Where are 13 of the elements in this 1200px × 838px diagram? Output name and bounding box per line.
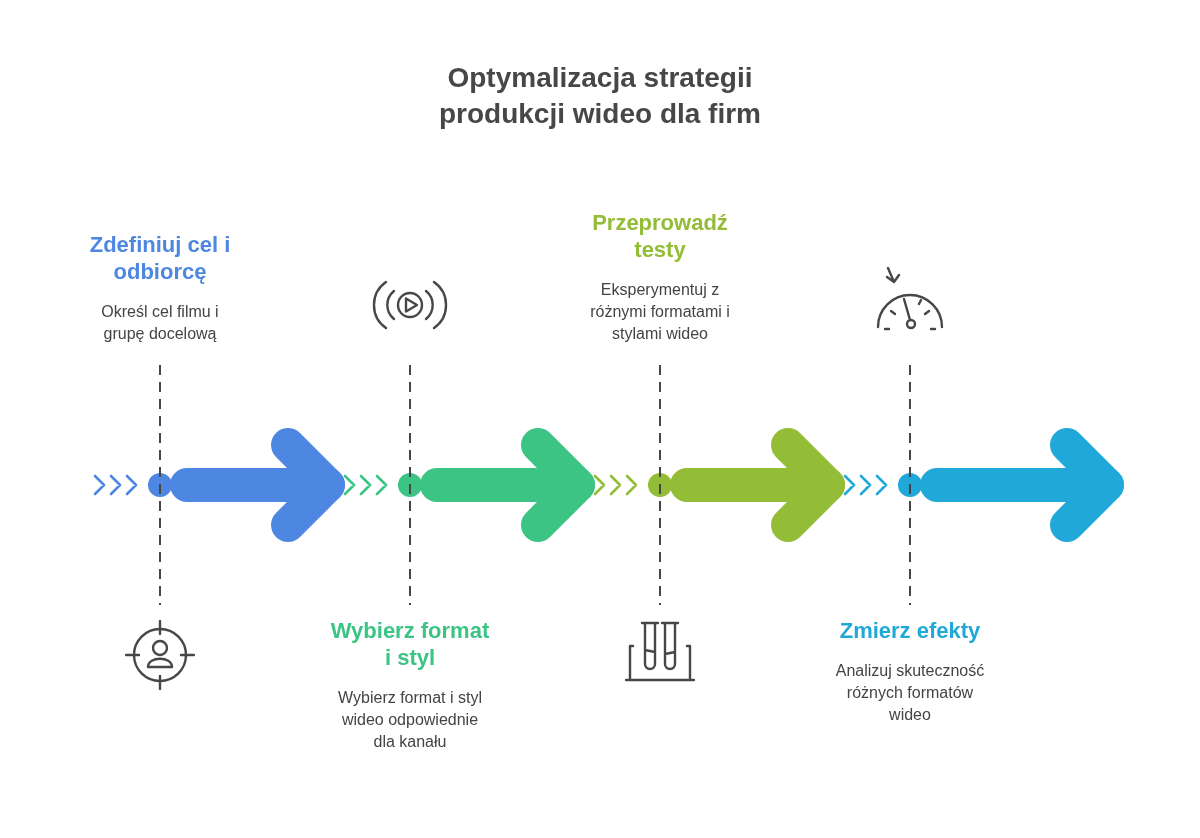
- step-heading: Wybierz format i styl: [329, 617, 491, 671]
- diagram-title: Optymalizacja strategii produkcji wideo dla firm: [437, 61, 762, 131]
- step-heading: Przeprowadź testy: [591, 209, 729, 263]
- arrow: [420, 428, 595, 542]
- arrow: [920, 428, 1124, 542]
- arrow: [170, 428, 345, 542]
- step-description: Określ cel filmu i grupę docelową: [100, 302, 220, 344]
- arrow: [670, 428, 845, 542]
- step-description: Eksperymentuj z różnymi formatami i stylami wideo: [589, 280, 731, 344]
- step-heading: Zdefiniuj cel i odbiorcę: [88, 231, 232, 285]
- step-heading: Zmierz efekty: [839, 617, 981, 644]
- step-description: Analizuj skuteczność różnych formatów wideo: [835, 661, 985, 725]
- step-description: Wybierz format i styl wideo odpowiednie dla kanału: [337, 688, 483, 752]
